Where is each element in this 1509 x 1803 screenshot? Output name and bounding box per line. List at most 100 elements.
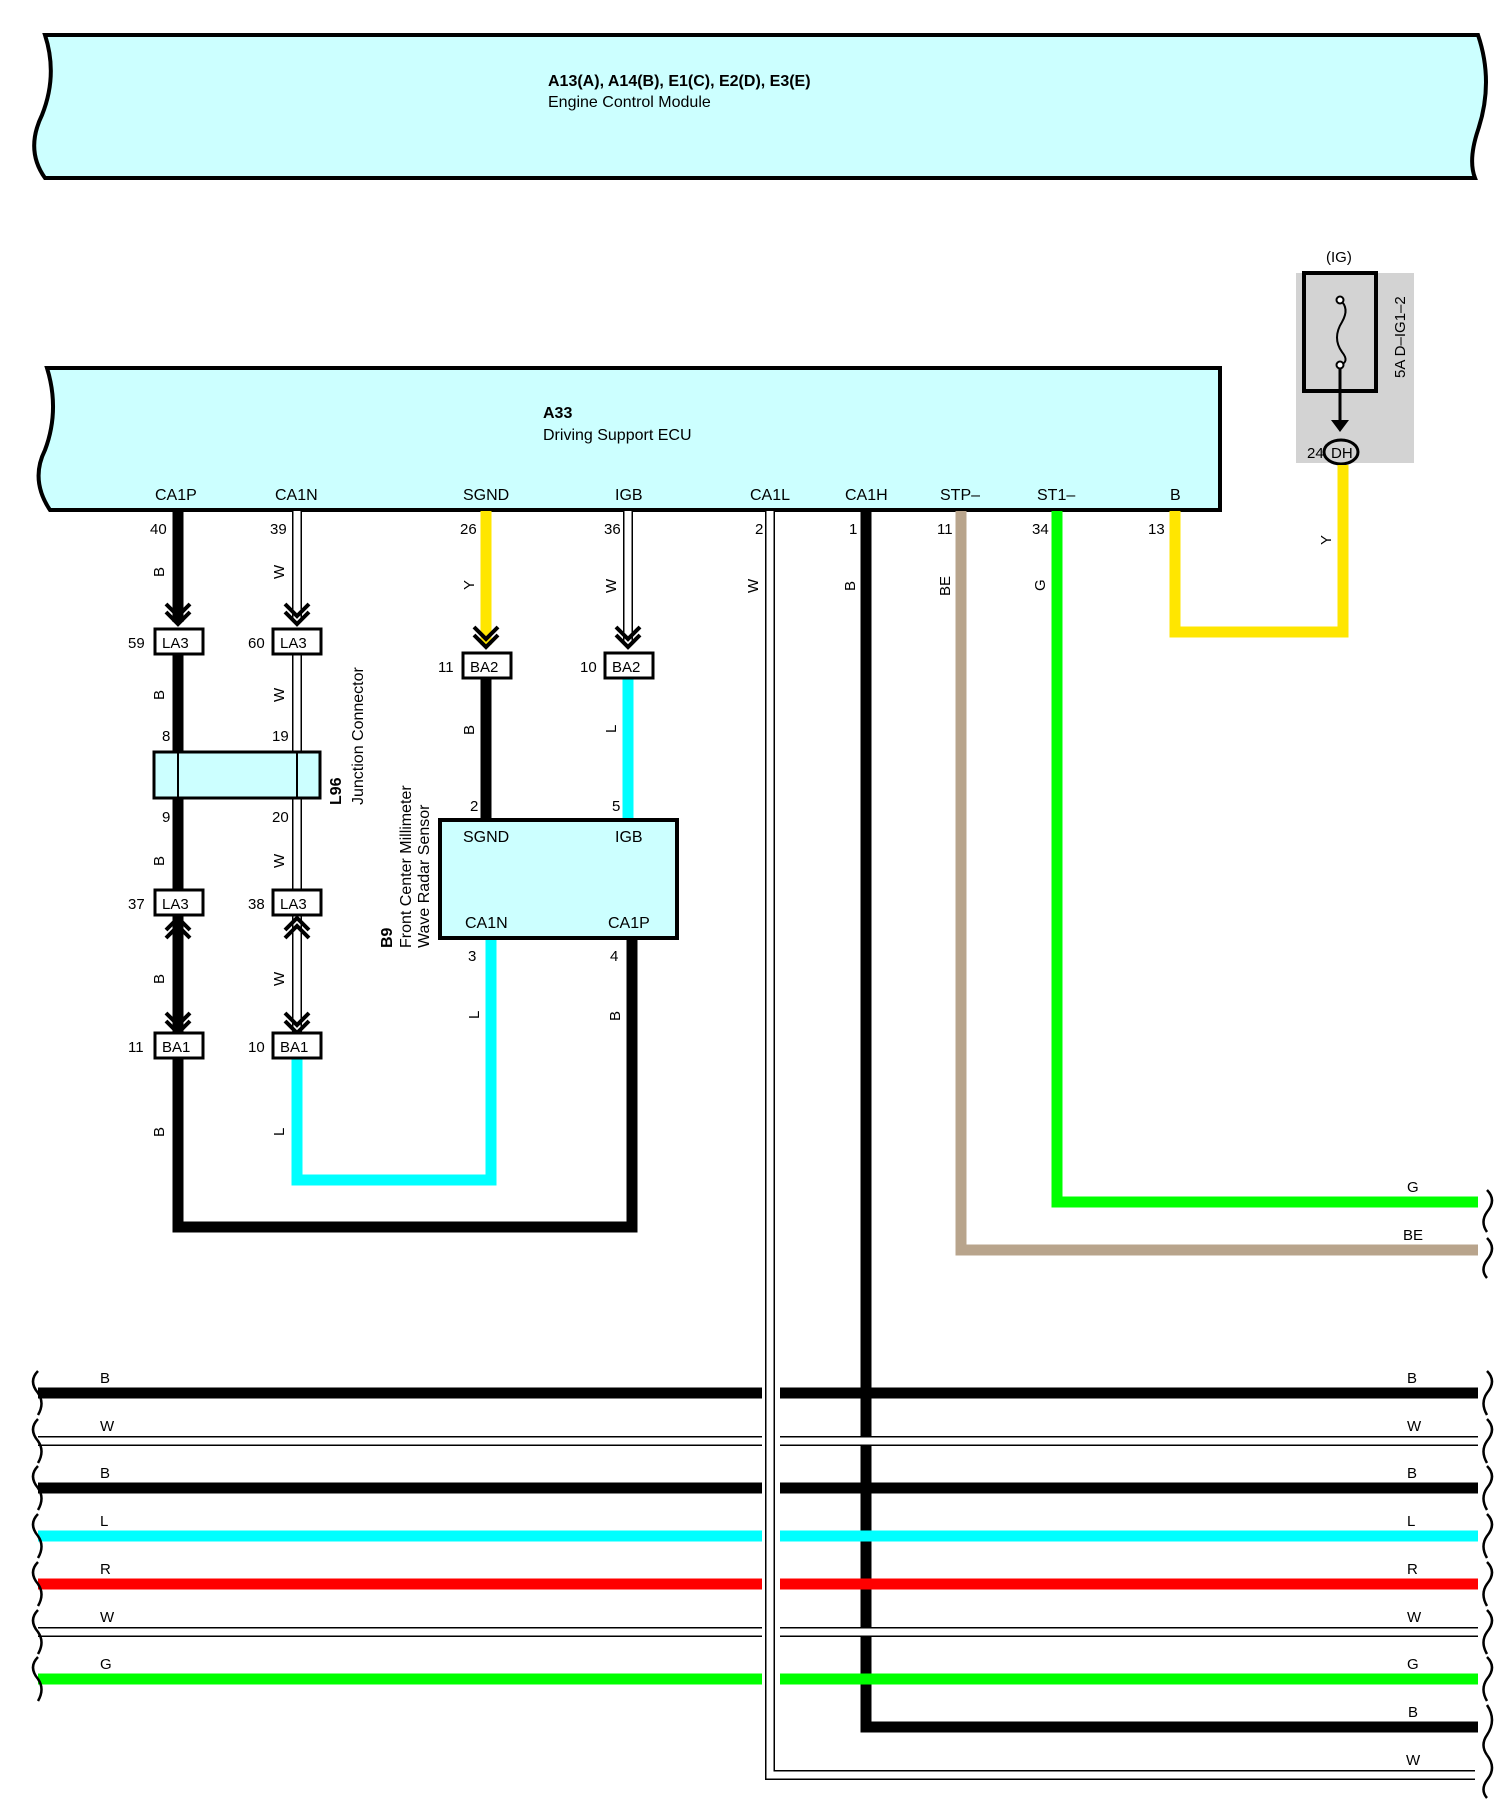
break-mark [31, 1656, 43, 1702]
chevron-down-icon [164, 602, 642, 650]
bottom-exit-label-b: B [1408, 1704, 1418, 1721]
wire-color-ba2-igb: L [603, 725, 620, 733]
radar-sensor-b9: SGND IGB CA1N CA1P 2 5 3 4 B9 Front Cent… [379, 785, 679, 965]
driving-support-ecu: A33 Driving Support ECU CA1P CA1N SGND I… [36, 366, 1222, 512]
fuse-ig-label: (IG) [1326, 249, 1352, 266]
wire-color-la3-j-right: W [271, 687, 288, 702]
bus-wire-label-right: B [1407, 1370, 1417, 1387]
sensor-pin-num-2: 2 [470, 798, 478, 815]
bus-wire-label-left: B [100, 1370, 110, 1387]
wire-color-ca1h: B [842, 581, 859, 591]
ecu-pin-name-ca1p: CA1P [155, 487, 197, 504]
bus-wire-label-left: W [100, 1609, 115, 1626]
connector-ba2-11: BA2 11 [438, 651, 513, 680]
connector-ba2-10: BA2 10 [580, 651, 655, 680]
bus-wire-label-right: G [1407, 1656, 1419, 1673]
bus-wire-label-right: L [1407, 1513, 1415, 1530]
ecu-name: Driving Support ECU [543, 427, 692, 444]
svg-text:60: 60 [248, 635, 265, 652]
ecu-pin-name-ca1h: CA1H [845, 487, 888, 504]
svg-text:38: 38 [248, 896, 265, 913]
ecu-pin-num-sgnd: 26 [460, 521, 477, 538]
break-mark [1482, 1656, 1494, 1702]
ecu-pin-name-b: B [1170, 487, 1181, 504]
bus-wire-label-right: W [1407, 1609, 1422, 1626]
chevron-down-icon [164, 1011, 311, 1036]
connector-la3-60: LA3 60 [248, 627, 323, 656]
fuse-pin-num: 24 [1307, 445, 1324, 462]
svg-text:37: 37 [128, 896, 145, 913]
sensor-name-line2: Wave Radar Sensor [416, 804, 433, 948]
break-mark [1482, 1418, 1494, 1464]
bus-wire-label-left: L [100, 1513, 108, 1530]
ecu-pin-num-st1: 34 [1032, 521, 1049, 538]
bottom-exit-label-w: W [1406, 1752, 1421, 1769]
junction-pin-8: 8 [162, 728, 170, 745]
wire-color-j-la3-left: B [151, 856, 168, 866]
sensor-pin-num-4: 4 [610, 948, 618, 965]
sensor-pin-num-5: 5 [612, 798, 620, 815]
sensor-pin-name-sgnd: SGND [463, 829, 509, 846]
break-mark [31, 1609, 43, 1655]
ecu-code: A33 [543, 405, 572, 422]
ecu-pin-num-stp: 11 [937, 521, 953, 538]
break-mark [31, 1418, 43, 1464]
wire-color-j-la3-right: W [271, 853, 288, 868]
bus-wire-label-left: G [100, 1656, 112, 1673]
sensor-pin-num-3: 3 [468, 948, 476, 965]
bus-wire-label-left: B [100, 1465, 110, 1482]
wire-color-stp: BE [937, 576, 954, 596]
sensor-pin-name-ca1n: CA1N [465, 915, 508, 932]
fuse-rating: 5A D–IG1–2 [1392, 296, 1409, 378]
svg-text:11: 11 [438, 659, 454, 676]
wire-color-la3-ba1-left: B [151, 974, 168, 984]
connector-la3-59: LA3 59 [128, 627, 205, 656]
ecu-pin-name-ca1l: CA1L [750, 487, 790, 504]
break-mark [31, 1513, 43, 1559]
bus-wire-label-left: R [100, 1561, 111, 1578]
ecu-pin-num-b: 13 [1148, 521, 1165, 538]
svg-text:LA3: LA3 [280, 896, 307, 913]
wire-color-la3-j-left: B [151, 690, 168, 700]
ecu-pin-name-stp: STP– [940, 487, 980, 504]
svg-text:10: 10 [248, 1039, 265, 1056]
wire-color-la3-ba1-right: W [271, 971, 288, 986]
svg-text:LA3: LA3 [280, 635, 307, 652]
wire-color-sgnd: Y [461, 580, 478, 590]
wire-color-st1: G [1032, 579, 1049, 591]
svg-text:BA1: BA1 [162, 1039, 190, 1056]
wire-color-sensor-ca1n: L [466, 1011, 483, 1019]
svg-text:10: 10 [580, 659, 597, 676]
right-exit-label-be: BE [1403, 1227, 1423, 1244]
connector-la3-37: LA3 37 [128, 888, 205, 917]
wire-color-ca1l: W [745, 578, 762, 593]
ecu-pin-num-ca1h: 1 [849, 521, 857, 538]
right-break-marks [1482, 1189, 1494, 1799]
break-mark [1482, 1370, 1494, 1416]
break-mark [31, 1465, 43, 1511]
wire-color-igb: W [603, 578, 620, 593]
engine-control-module: A13(A), A14(B), E1(C), E2(D), E3(E) Engi… [32, 33, 1488, 180]
break-mark [1482, 1561, 1494, 1607]
svg-text:LA3: LA3 [162, 896, 189, 913]
junction-name: Junction Connector [350, 666, 367, 805]
break-mark [31, 1561, 43, 1607]
connector-la3-38: LA3 38 [248, 888, 323, 917]
sensor-name-line1: Front Center Millimeter [398, 785, 415, 948]
bus-wire-label-right: W [1407, 1418, 1422, 1435]
ecu-pin-num-ca1p: 40 [150, 521, 167, 538]
wire-color-ba1-left: B [151, 1127, 168, 1137]
wire-color-fuse: Y [1318, 535, 1335, 545]
wire-color-ba2-sgnd: B [461, 725, 478, 735]
break-mark [1482, 1609, 1494, 1655]
break-mark [1482, 1513, 1494, 1559]
fuse-block: (IG) 5A D–IG1–2 24 DH [1296, 249, 1414, 466]
sensor-pin-name-ca1p: CA1P [608, 915, 650, 932]
junction-pin-9: 9 [162, 809, 170, 826]
ecu-pin-num-igb: 36 [604, 521, 621, 538]
junction-pin-19: 19 [272, 728, 289, 745]
ecu-pin-num-ca1l: 2 [755, 521, 763, 538]
bus-wire-label-left: W [100, 1418, 115, 1435]
